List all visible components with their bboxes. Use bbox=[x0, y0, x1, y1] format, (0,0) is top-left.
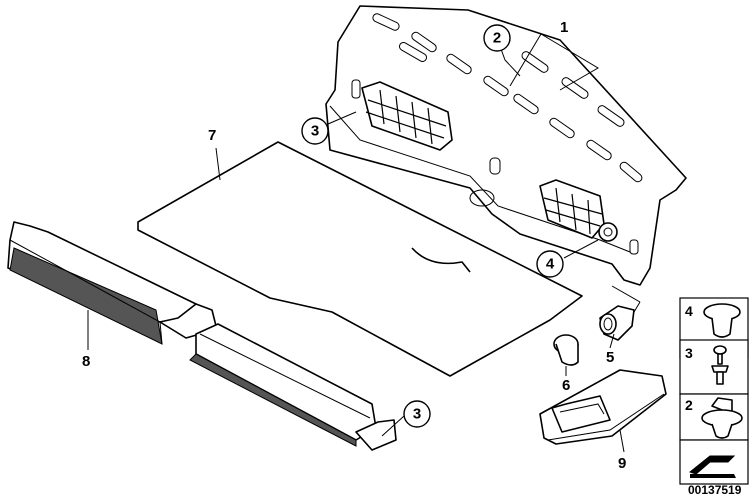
label-part-2: 2 bbox=[483, 24, 511, 52]
label-part-5: 5 bbox=[606, 349, 614, 366]
label-part-1: 1 bbox=[560, 19, 568, 36]
screw-icon bbox=[711, 345, 729, 385]
label-part-3-lower: 3 bbox=[403, 400, 431, 428]
cap-part-6[interactable] bbox=[553, 334, 579, 366]
part-labels: 1 2 3 7 4 5 6 8 3 9 bbox=[82, 19, 626, 472]
legend-arrow-box[interactable] bbox=[679, 439, 749, 485]
socket-part-5[interactable] bbox=[599, 305, 635, 341]
svg-text:3: 3 bbox=[413, 406, 421, 423]
svg-text:4: 4 bbox=[546, 256, 555, 273]
label-part-7: 7 bbox=[208, 127, 216, 144]
panel-slots bbox=[372, 13, 643, 183]
center-grommet bbox=[469, 189, 495, 207]
luggage-floor-panel[interactable] bbox=[137, 141, 583, 377]
leader-lines bbox=[87, 33, 641, 453]
rear-panel-trim[interactable] bbox=[325, 5, 687, 286]
label-part-4: 4 bbox=[536, 250, 564, 278]
svg-text:3: 3 bbox=[311, 123, 319, 140]
diagram-id: 00137519 bbox=[688, 483, 742, 496]
legend-box-2[interactable]: 2 bbox=[679, 393, 749, 441]
svg-text:3: 3 bbox=[685, 345, 693, 361]
svg-text:4: 4 bbox=[685, 303, 693, 319]
svg-text:2: 2 bbox=[685, 397, 693, 413]
round-socket bbox=[598, 222, 618, 242]
loading-sill-trim[interactable] bbox=[7, 221, 397, 451]
push-clip-icon bbox=[701, 397, 743, 439]
left-clip bbox=[351, 79, 361, 99]
hook-handle-part-9[interactable] bbox=[539, 369, 667, 445]
svg-text:2: 2 bbox=[493, 30, 501, 47]
label-part-9: 9 bbox=[618, 455, 626, 472]
label-part-8: 8 bbox=[82, 353, 90, 370]
expanding-rivet-icon bbox=[703, 303, 741, 321]
left-vent-grid bbox=[361, 81, 453, 151]
label-part-6: 6 bbox=[562, 377, 570, 394]
legend-box-3[interactable]: 3 bbox=[679, 339, 749, 395]
label-part-3-upper: 3 bbox=[301, 117, 329, 145]
middle-clip bbox=[489, 157, 501, 175]
